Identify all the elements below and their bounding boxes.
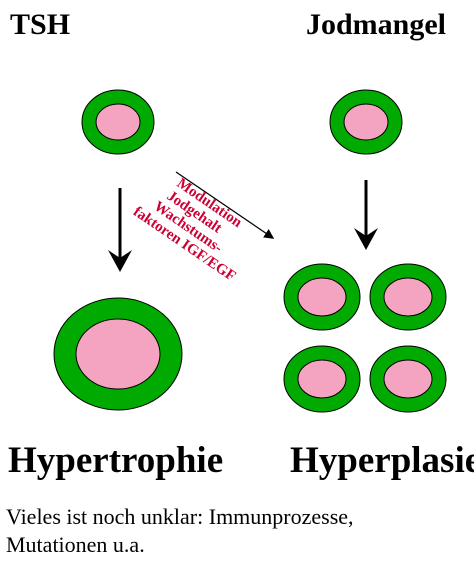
label-hyperplasie: Hyperplasie [290, 440, 474, 481]
arrowhead-down-right [354, 228, 378, 250]
footnote: Vieles ist noch unklar: Immunprozesse, M… [6, 503, 466, 559]
label-jodmangel: Jodmangel [306, 8, 447, 41]
modulator-text-block: Modulation Jodgehalt Wachstums- faktoren… [130, 175, 245, 284]
follicle-cell-hyperplasia-3 [283, 345, 361, 413]
follicle-cell-hyperplasia-2 [369, 263, 447, 331]
follicle-cell-jodmangel [329, 89, 403, 155]
arrowhead-down-left [108, 250, 132, 272]
footnote-line-2: Mutationen u.a. [6, 532, 145, 557]
footnote-line-1: Vieles ist noch unklar: Immunprozesse, [6, 504, 354, 529]
follicle-cell-hyperplasia-1 [283, 263, 361, 331]
follicle-cell-hypertrophy [53, 297, 183, 411]
follicle-cell-hyperplasia-4 [369, 345, 447, 413]
label-hypertrophie: Hypertrophie [8, 440, 224, 481]
arrow-modulation [175, 171, 275, 239]
label-tsh: TSH [10, 8, 71, 41]
follicle-cell-tsh [81, 89, 155, 155]
